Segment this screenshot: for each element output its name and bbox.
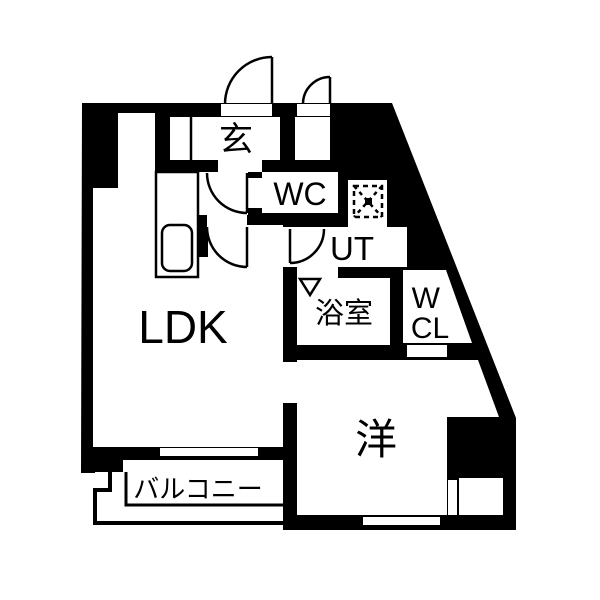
label-ldk: LDK [138, 301, 228, 353]
label-wc: WC [273, 176, 326, 212]
western-window [363, 517, 440, 525]
balcony [93, 460, 283, 525]
wc-door-gap [248, 178, 262, 208]
room-wc [262, 172, 338, 213]
label-wcl: W CL [411, 282, 449, 345]
bath-door-icon [297, 277, 323, 298]
fixtures [154, 170, 200, 279]
entrance-threshold [221, 104, 272, 116]
room-genkan [170, 117, 280, 160]
labels: LDK 玄 WC UT 浴室 W CL 洋 バルコニー [133, 121, 449, 504]
balcony-outer-rail [93, 472, 283, 525]
bath-door-gap [297, 267, 338, 278]
label-genkan: 玄 [219, 121, 253, 159]
washing-machine-icon [352, 184, 384, 219]
label-ut: UT [330, 230, 374, 267]
hallway [198, 172, 248, 215]
entrance-threshold-2 [297, 104, 330, 116]
pipe-space-slot [448, 480, 457, 515]
room-ldk [93, 257, 283, 447]
wc-door-icon [205, 172, 249, 215]
ldk-window [160, 448, 258, 456]
kitchen-sink [160, 223, 194, 273]
label-bath: 浴室 [315, 297, 373, 330]
balcony-inner-edge [124, 472, 283, 507]
label-balcony: バルコニー [133, 474, 262, 504]
room-wcl [403, 270, 472, 343]
shoe-pocket [295, 117, 330, 160]
balcony-floor [123, 460, 283, 521]
ldk-door-icon [205, 226, 249, 269]
room-kitchen-pocket [118, 113, 155, 188]
wcl-door-gap [407, 345, 447, 357]
room-western [297, 360, 499, 515]
entrance-door2-icon [301, 75, 332, 105]
ldk-door-gap [207, 213, 247, 227]
ut-door-icon [288, 228, 326, 265]
pipe-space [459, 478, 503, 515]
label-wcl-line1: W [412, 282, 441, 315]
entrance-door-icon [223, 55, 274, 105]
label-western: 洋 [355, 416, 397, 463]
western-door-gap [283, 362, 297, 403]
genkan-passage [218, 160, 262, 172]
doors [205, 55, 332, 269]
label-wcl-line2: CL [411, 312, 449, 345]
